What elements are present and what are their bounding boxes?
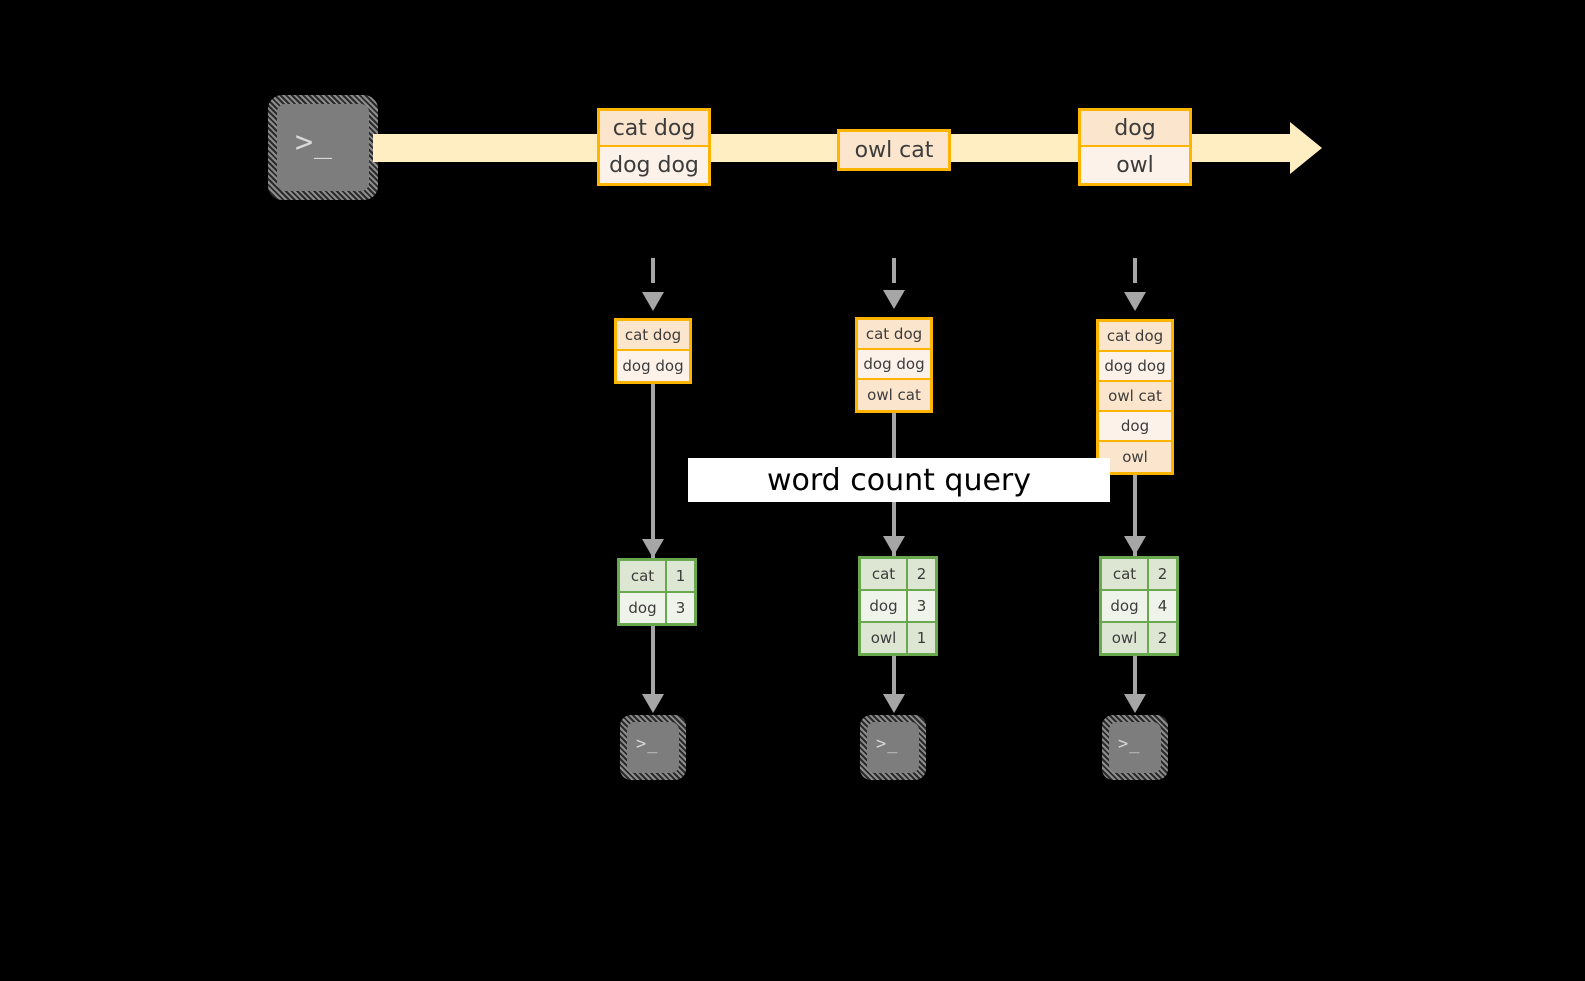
- accumulator-to-result-arrowhead-3: [1124, 536, 1146, 555]
- stream-record-3: dog owl: [1078, 108, 1192, 186]
- terminal-prompt-glyph: >_: [636, 734, 659, 754]
- table-row: cat 1: [620, 561, 694, 593]
- result-word: cat: [861, 559, 908, 589]
- accumulator-to-result-arrowhead-1: [642, 539, 664, 558]
- result-count: 3: [908, 591, 935, 621]
- result-count: 1: [908, 623, 935, 653]
- word-count-result-2: cat 2 dog 3 owl 1: [858, 556, 938, 656]
- stream-record-line: dog dog: [600, 147, 708, 183]
- result-word: dog: [620, 593, 667, 623]
- sink-terminal-icon-1: >_: [620, 715, 686, 780]
- input-stream-arrowhead: [1290, 122, 1322, 174]
- table-row: dog 3: [861, 591, 935, 623]
- stream-record-line: owl cat: [840, 132, 948, 168]
- stream-to-accumulator-arrowhead-2: [883, 290, 905, 309]
- result-count: 3: [667, 593, 694, 623]
- result-word: cat: [620, 561, 667, 591]
- stream-to-accumulator-arrowhead-1: [642, 292, 664, 311]
- result-count: 2: [1149, 623, 1176, 653]
- terminal-screen: [277, 104, 369, 191]
- table-row: owl 1: [861, 623, 935, 653]
- accumulated-line: cat dog: [1099, 322, 1171, 352]
- result-word: cat: [1102, 559, 1149, 589]
- result-word: owl: [1102, 623, 1149, 653]
- result-count: 1: [667, 561, 694, 591]
- accumulator-to-result-arrowhead-2: [883, 536, 905, 555]
- terminal-prompt-glyph: >_: [1118, 734, 1141, 754]
- result-count: 2: [1149, 559, 1176, 589]
- accumulated-line: dog: [1099, 412, 1171, 442]
- accumulated-line: owl cat: [858, 380, 930, 410]
- stream-to-accumulator-connector-1: [651, 258, 655, 300]
- sink-terminal-icon-3: >_: [1102, 715, 1168, 780]
- stream-record-1: cat dog dog dog: [597, 108, 711, 186]
- table-row: cat 2: [1102, 559, 1176, 591]
- accumulator-to-result-connector-1: [651, 382, 655, 562]
- terminal-screen: [627, 722, 679, 773]
- accumulated-line: cat dog: [617, 321, 689, 351]
- stream-record-line: cat dog: [600, 111, 708, 147]
- stream-record-line: dog: [1081, 111, 1189, 147]
- accumulated-line: dog dog: [1099, 352, 1171, 382]
- result-to-sink-arrowhead-1: [642, 694, 664, 713]
- result-word: dog: [1102, 591, 1149, 621]
- result-to-sink-arrowhead-3: [1124, 694, 1146, 713]
- result-count: 4: [1149, 591, 1176, 621]
- accumulated-line: dog dog: [858, 350, 930, 380]
- result-to-sink-connector-1: [651, 622, 655, 694]
- result-to-sink-connector-3: [1133, 652, 1137, 694]
- terminal-prompt-glyph: >_: [876, 734, 899, 754]
- terminal-screen: [867, 722, 919, 773]
- result-word: owl: [861, 623, 908, 653]
- result-to-sink-connector-2: [892, 652, 896, 694]
- table-row: dog 3: [620, 593, 694, 623]
- source-terminal-icon: >_: [268, 95, 378, 200]
- table-row: cat 2: [861, 559, 935, 591]
- result-word: dog: [861, 591, 908, 621]
- terminal-screen: [1109, 722, 1161, 773]
- accumulated-line: owl: [1099, 442, 1171, 472]
- terminal-prompt-glyph: >_: [295, 125, 334, 160]
- accumulated-records-3: cat dog dog dog owl cat dog owl: [1096, 319, 1174, 475]
- stream-to-accumulator-connector-2: [892, 258, 896, 300]
- result-count: 2: [908, 559, 935, 589]
- accumulated-line: cat dog: [858, 320, 930, 350]
- stream-to-accumulator-connector-3: [1133, 258, 1137, 300]
- accumulated-records-2: cat dog dog dog owl cat: [855, 317, 933, 413]
- word-count-result-1: cat 1 dog 3: [617, 558, 697, 626]
- word-count-result-3: cat 2 dog 4 owl 2: [1099, 556, 1179, 656]
- sink-terminal-icon-2: >_: [860, 715, 926, 780]
- accumulated-records-1: cat dog dog dog: [614, 318, 692, 384]
- accumulated-line: dog dog: [617, 351, 689, 381]
- word-count-query-label: word count query: [688, 458, 1110, 502]
- result-to-sink-arrowhead-2: [883, 694, 905, 713]
- accumulator-to-result-connector-3: [1133, 473, 1137, 559]
- stream-record-line: owl: [1081, 147, 1189, 183]
- stream-to-accumulator-arrowhead-3: [1124, 292, 1146, 311]
- table-row: dog 4: [1102, 591, 1176, 623]
- stream-record-2: owl cat: [837, 129, 951, 171]
- accumulated-line: owl cat: [1099, 382, 1171, 412]
- table-row: owl 2: [1102, 623, 1176, 653]
